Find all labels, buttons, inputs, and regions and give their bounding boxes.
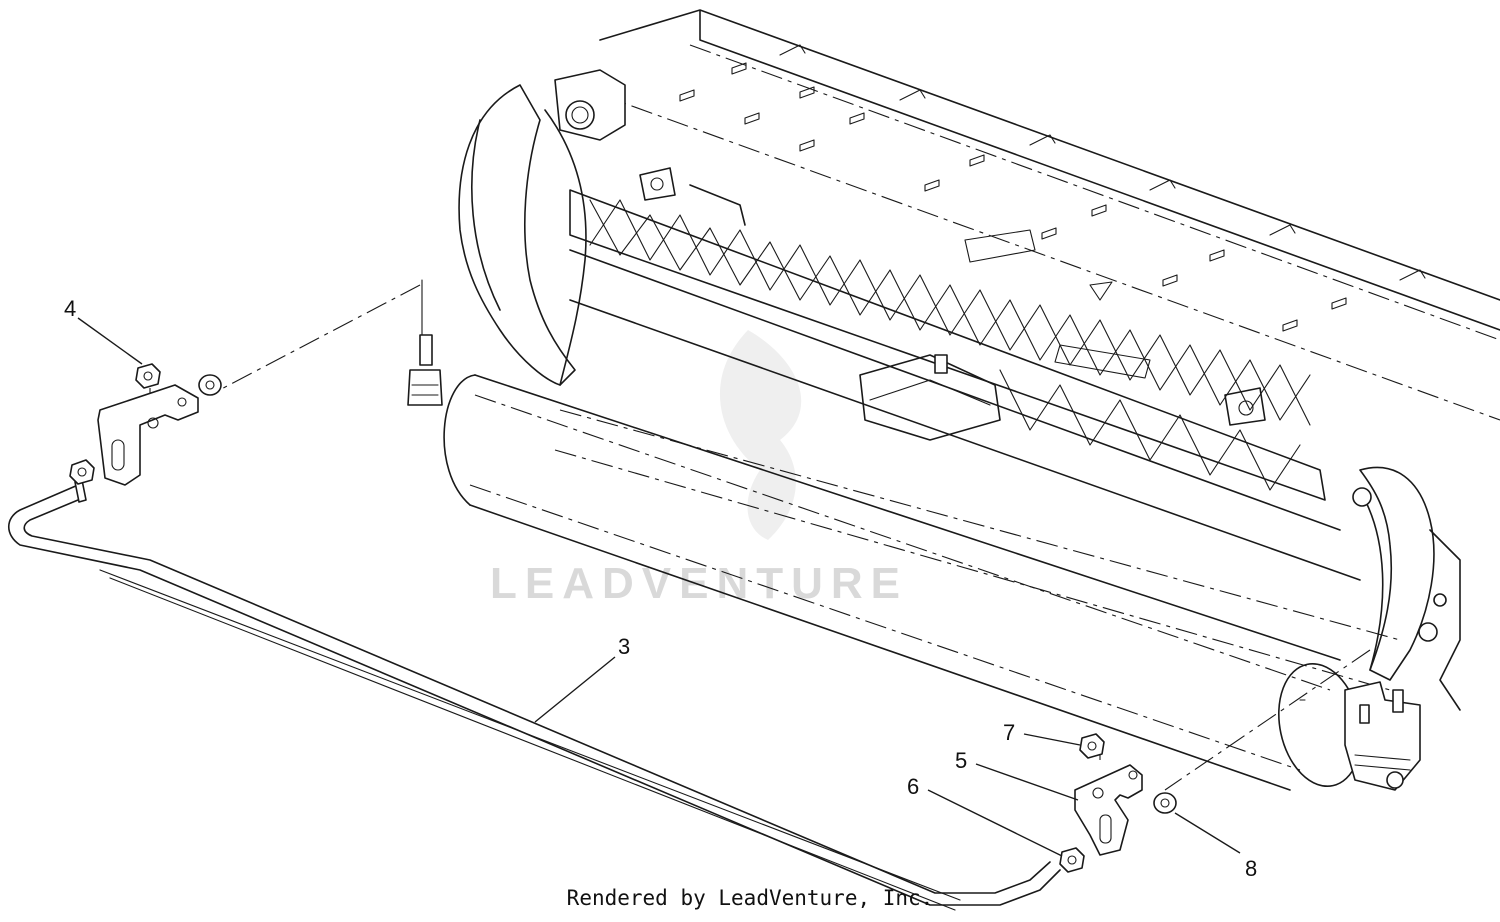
callout-8: 8 [1245,856,1257,881]
callout-6: 6 [907,774,919,799]
rod-part-3 [7,479,1061,911]
render-credit: Rendered by LeadVenture, Inc. [566,886,934,910]
left-bracket [69,363,222,486]
callouts: 4 3 7 5 6 8 [64,296,1257,881]
callout-3: 3 [618,634,630,659]
callout-4: 4 [64,296,76,321]
right-bracket [1059,733,1177,873]
watermark-text: LEADVENTURE [490,559,908,608]
watermark: LEADVENTURE [490,330,908,608]
callout-5: 5 [955,748,967,773]
callout-7: 7 [1003,720,1015,745]
reel-assembly [407,9,1500,791]
